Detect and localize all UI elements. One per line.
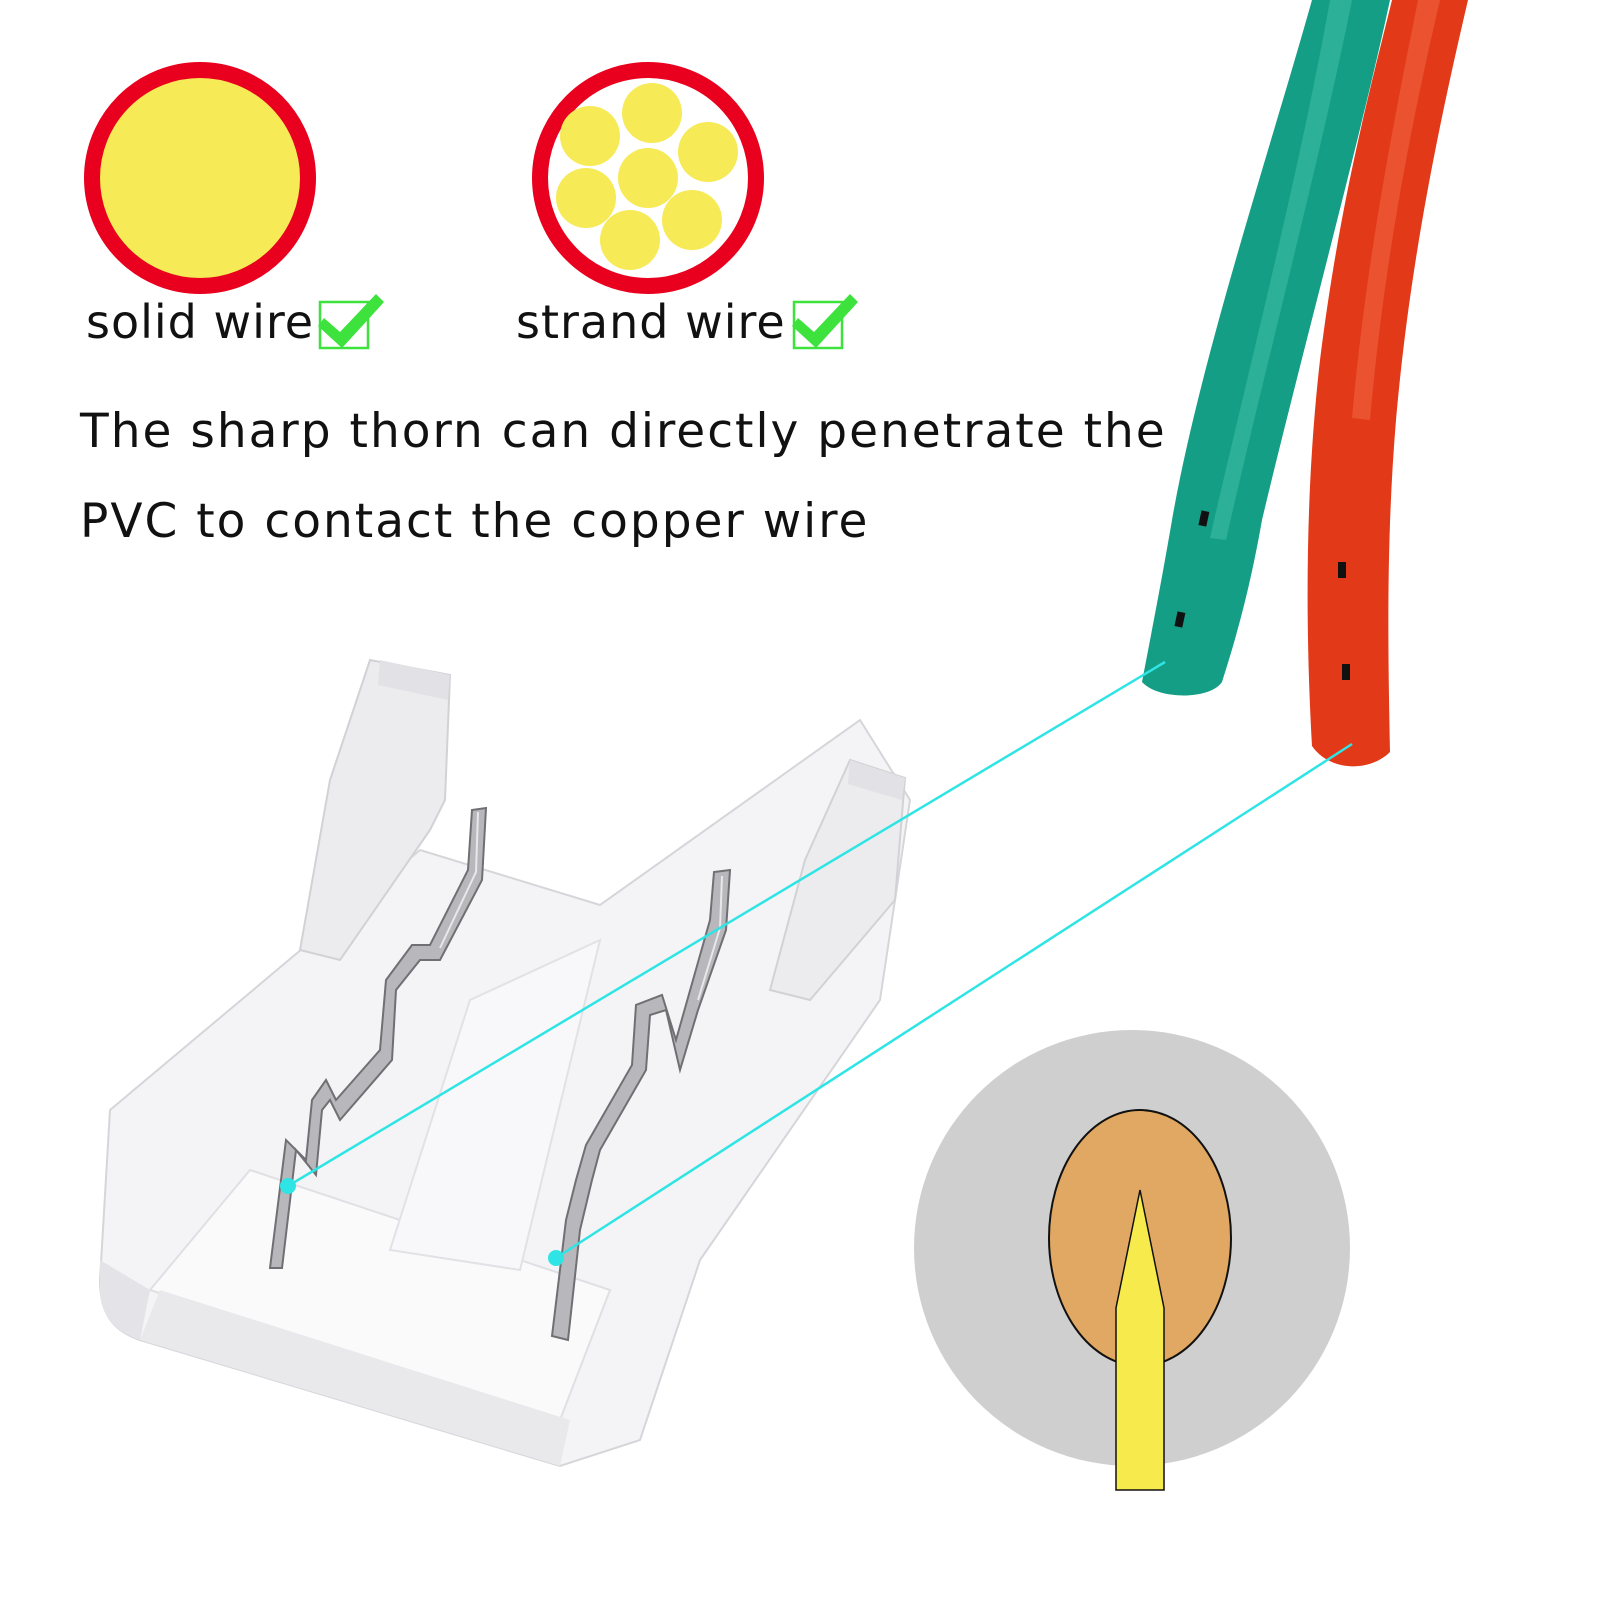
- strand-wire-label: strand wire: [516, 295, 786, 349]
- solid-wire-label: solid wire: [86, 295, 315, 349]
- description-line-2: PVC to contact the copper wire: [80, 494, 870, 549]
- description-line-1: The sharp thorn can directly penetrate t…: [80, 404, 1167, 459]
